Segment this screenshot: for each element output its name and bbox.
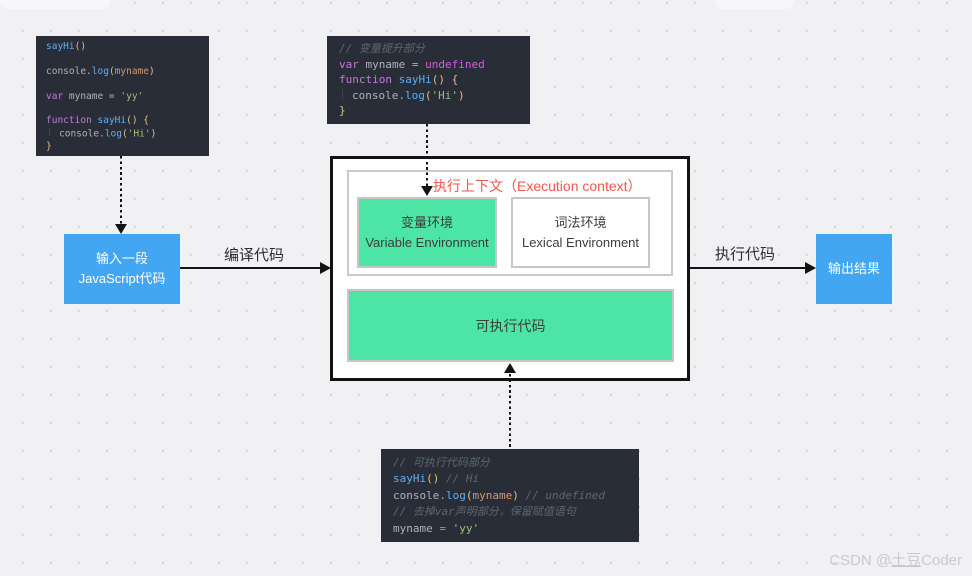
compile-arrow [180,267,322,269]
watermark-suffix: Coder [921,552,962,569]
code-line: console.log(myname) // undefined [393,488,605,502]
input-javascript-box: 输入一段 JavaScript代码 [64,234,180,304]
code-line [46,53,209,65]
output-box-label: 输出结果 [827,261,880,276]
execution-context-title: 执行上下文（Execution context） [433,178,642,194]
output-result-box: 输出结果 [816,234,892,304]
variable-env-en: Variable Environment [365,234,489,250]
code-line: // 可执行代码部分 [393,456,490,469]
arrowhead-right-icon [320,262,331,274]
code-line: // 变量提升部分 [339,42,425,55]
code-line: console.log('Hi') [339,88,530,104]
lexical-env-en: Lexical Environment [521,234,640,250]
code-line [46,103,209,115]
executable-code-label: 可执行代码 [475,317,546,334]
arrowhead-down-icon [421,186,433,196]
source-to-input-dotted-arrow [120,156,122,224]
csdn-watermark: CSDN @土豆Coder [829,549,962,570]
executable-code-block: // 可执行代码部分 sayHi() // Hi console.log(mynam… [381,449,639,542]
variable-environment-box: 变量环境 Variable Environment [357,197,497,268]
arrowhead-up-icon [504,363,516,373]
top-center-tab-artifact [716,0,794,9]
input-box-line1: 输入一段 [95,251,148,266]
code-line: var myname = undefined [339,57,485,71]
code-line [46,78,209,90]
code-line: console.log('Hi') [46,127,209,141]
arrowhead-down-icon [115,224,127,234]
code-line: // 去掉var声明部分，保留赋值语句 [393,505,576,519]
variable-env-zh: 变量环境 [400,214,453,230]
watermark-prefix: CSDN @ [829,552,892,569]
lexical-env-zh: 词法环境 [554,214,607,230]
hoisted-code-block: // 变量提升部分 var myname = undefined function … [327,36,530,124]
executable-code-dotted-arrow [509,374,511,449]
code-line: sayHi() // Hi [393,472,480,486]
source-code-block: sayHi() console.log(myname) var myname =… [36,36,209,156]
code-line: var myname = 'yy' [46,90,144,102]
executable-code-box: 可执行代码 [347,289,674,362]
compile-code-label: 编译代码 [224,247,285,264]
arrowhead-right-icon [805,262,816,274]
top-left-tab-artifact [0,0,110,9]
code-line: } [339,104,346,118]
execute-code-label: 执行代码 [715,246,776,263]
code-line: myname = 'yy' [393,521,480,535]
lexical-environment-box: 词法环境 Lexical Environment [511,197,650,268]
watermark-username: 土豆 [891,552,922,569]
input-box-line2: JavaScript代码 [78,271,166,286]
code-line: console.log(myname) [46,65,155,77]
code-line: sayHi() [46,41,87,52]
code-line: function sayHi() { [339,73,459,87]
code-line: } [46,140,52,152]
execute-arrow [690,267,806,269]
code-line: function sayHi() { [46,115,150,127]
hoisted-to-variable-env-dotted-arrow [426,124,428,186]
